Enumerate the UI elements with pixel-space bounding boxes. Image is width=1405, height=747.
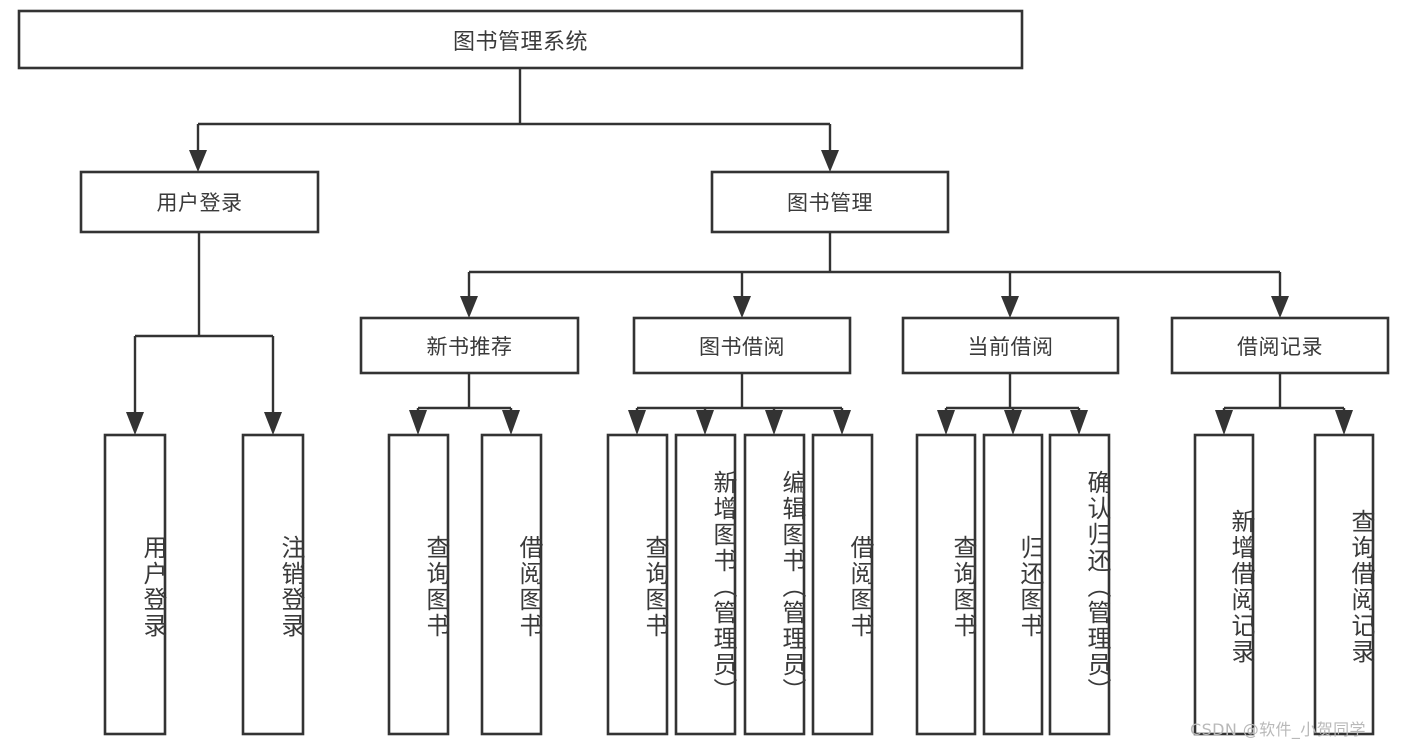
- node-box-new-book-rec[interactable]: [359, 316, 580, 375]
- node-box-leaf-query-borrow-record[interactable]: [1313, 433, 1375, 736]
- watermark-text: CSDN @软件_小贺同学: [1190, 720, 1366, 739]
- node-box-book-borrow[interactable]: [632, 316, 852, 375]
- node-box-root[interactable]: [17, 9, 1024, 70]
- arrow-head-borrow-record: [1271, 296, 1289, 318]
- node-box-leaf-query-book-borrow[interactable]: [606, 433, 669, 736]
- arrow-head-leaf-query-book-current: [937, 410, 955, 435]
- arrow-head-leaf-query-borrow-record: [1335, 410, 1353, 435]
- arrow-head-leaf-return-book: [1004, 410, 1022, 435]
- connector-current-borrow-to-leaves: [937, 373, 1088, 435]
- arrow-head-book-borrow: [733, 296, 751, 318]
- arrow-head-leaf-edit-book-admin: [765, 410, 783, 435]
- node-box-leaf-user-login[interactable]: [103, 433, 167, 736]
- arrow-head-leaf-query-book-borrow: [628, 410, 646, 435]
- connector-root-to-level2: [189, 68, 839, 172]
- arrow-head-new-book-rec: [460, 296, 478, 318]
- arrow-head-leaf-user-login: [126, 412, 144, 435]
- arrow-head-current-borrow: [1001, 296, 1019, 318]
- arrow-head-book-manage: [821, 150, 839, 172]
- arrow-head-user-login: [189, 150, 207, 172]
- node-box-leaf-logout[interactable]: [241, 433, 305, 736]
- arrow-head-leaf-add-borrow-record: [1215, 410, 1233, 435]
- arrow-head-leaf-logout: [264, 412, 282, 435]
- arrow-head-leaf-borrow-book-rec: [502, 410, 520, 435]
- node-box-leaf-add-borrow-record[interactable]: [1193, 433, 1255, 736]
- node-box-leaf-query-book-current[interactable]: [915, 433, 977, 736]
- connector-borrow-record-to-leaves: [1215, 373, 1353, 435]
- arrow-head-leaf-add-book-admin: [696, 410, 714, 435]
- node-box-current-borrow[interactable]: [901, 316, 1120, 375]
- arrow-head-leaf-query-book-rec: [409, 410, 427, 435]
- node-box-borrow-record[interactable]: [1170, 316, 1390, 375]
- connector-new-book-rec-to-leaves: [409, 373, 520, 435]
- arrow-head-leaf-confirm-return-admin: [1070, 410, 1088, 435]
- node-box-leaf-borrow-book[interactable]: [811, 433, 874, 736]
- node-box-leaf-query-book-rec[interactable]: [387, 433, 450, 736]
- node-box-leaf-confirm-return-admin[interactable]: [1048, 433, 1111, 736]
- node-box-leaf-borrow-book-rec[interactable]: [480, 433, 543, 736]
- node-box-user-login[interactable]: [79, 170, 320, 234]
- node-box-leaf-edit-book-admin[interactable]: [743, 433, 806, 736]
- node-box-book-manage[interactable]: [710, 170, 950, 234]
- connector-user-login-to-leaves: [126, 232, 282, 435]
- node-box-leaf-add-book-admin[interactable]: [674, 433, 737, 736]
- connector-book-borrow-to-leaves: [628, 373, 851, 435]
- connector-book-manage-to-level3: [460, 232, 1289, 318]
- node-box-leaf-return-book[interactable]: [982, 433, 1044, 736]
- arrow-head-leaf-borrow-book: [833, 410, 851, 435]
